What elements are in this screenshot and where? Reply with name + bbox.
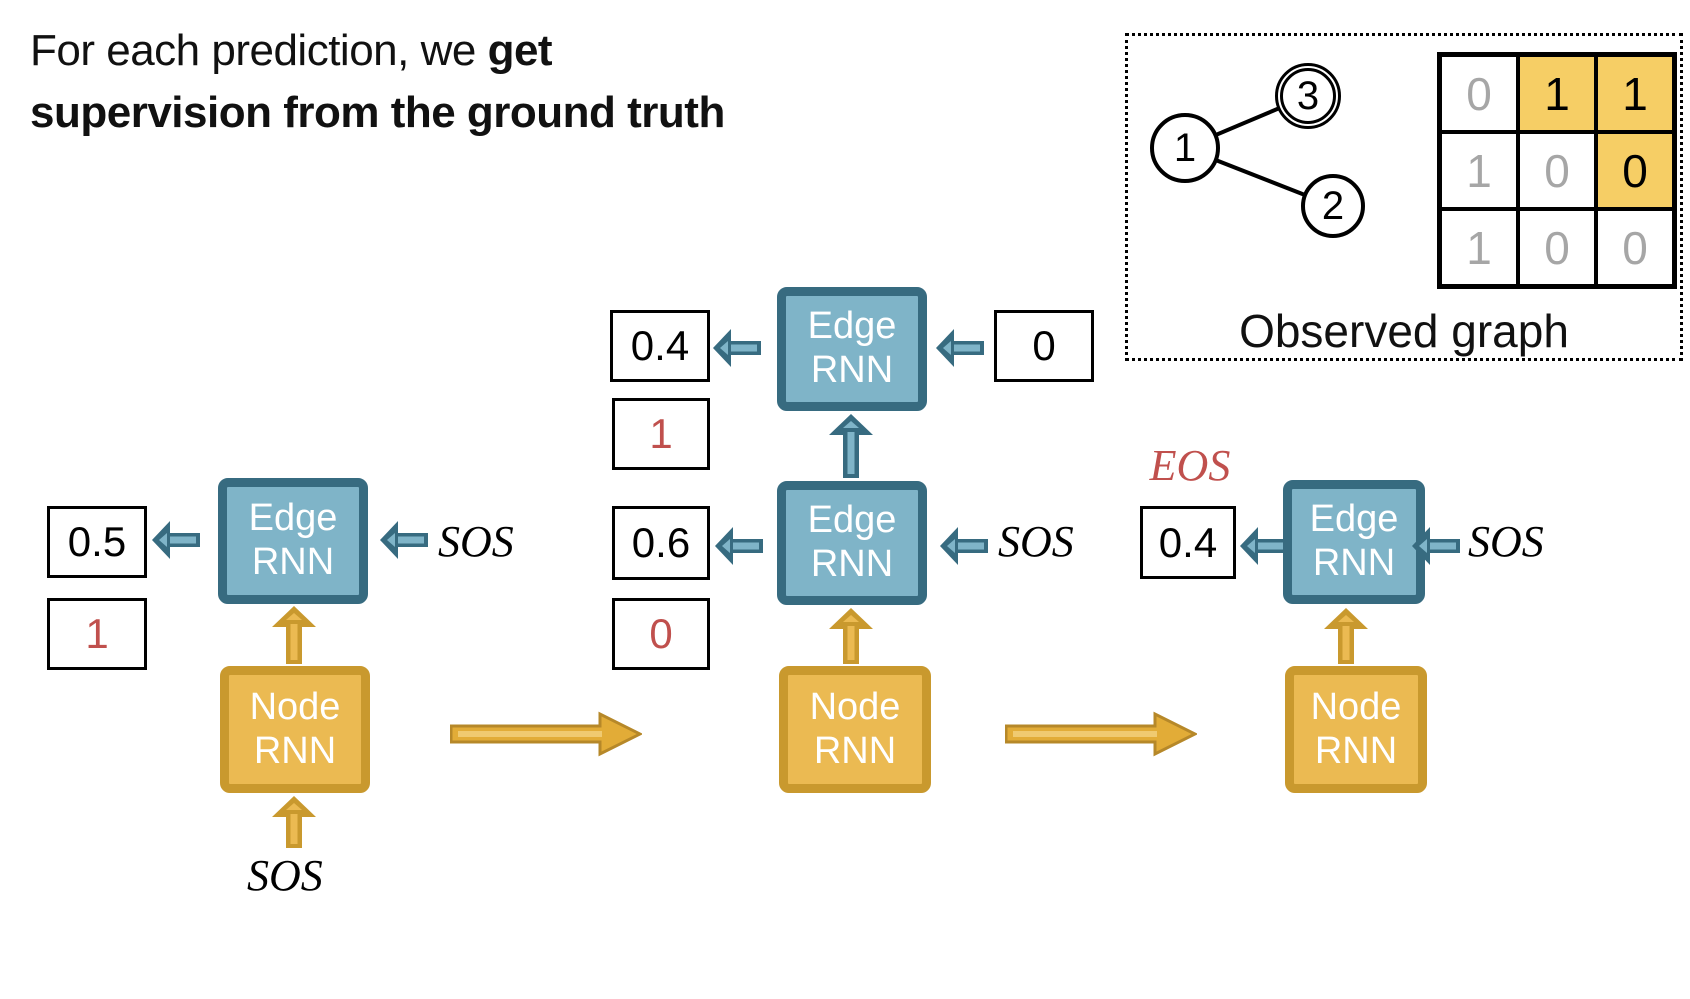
- arrow-left-icon: [940, 527, 988, 565]
- prediction-box: 0.5: [47, 506, 147, 578]
- ground-truth-box: 1: [612, 398, 710, 470]
- eos-token: EOS: [1149, 441, 1231, 490]
- matrix-cell: 1: [1596, 55, 1674, 132]
- matrix-cell: 0: [1518, 209, 1596, 286]
- arrow-up-icon: [829, 608, 873, 664]
- arrow-left-icon: [1412, 527, 1460, 565]
- page-title: For each prediction, we get supervision …: [30, 20, 725, 144]
- node-rnn-box: Node RNN: [779, 666, 931, 793]
- title-line-1: For each prediction, we get: [30, 26, 553, 75]
- matrix-cell: 1: [1440, 132, 1518, 209]
- edge-input-box: 0: [994, 310, 1094, 382]
- ground-truth-box: 1: [47, 598, 147, 670]
- edge-rnn-box: Edge RNN: [1283, 480, 1425, 604]
- arrow-left-icon: [380, 521, 428, 559]
- graph-node-2: 2: [1301, 174, 1365, 238]
- ground-truth-box: 0: [612, 598, 710, 670]
- arrow-left-icon: [1240, 527, 1288, 565]
- graph-node-3: 3: [1275, 63, 1341, 129]
- edge-rnn-box: Edge RNN: [218, 478, 368, 604]
- adjacency-matrix: 0 1 1 1 0 0 1 0 0: [1437, 52, 1677, 289]
- title-line-2: supervision from the ground truth: [30, 88, 725, 137]
- sos-token: SOS: [438, 517, 514, 566]
- arrow-left-icon: [936, 329, 984, 367]
- arrow-left-icon: [715, 527, 763, 565]
- arrow-up-icon: [1324, 608, 1368, 664]
- sos-token: SOS: [998, 517, 1074, 566]
- sos-token: SOS: [247, 851, 323, 900]
- edge-rnn-box: Edge RNN: [777, 481, 927, 605]
- arrow-up-icon: [272, 796, 316, 848]
- arrow-right-icon: [1005, 711, 1197, 757]
- node-rnn-box: Node RNN: [220, 666, 370, 793]
- matrix-cell: 0: [1440, 55, 1518, 132]
- matrix-cell: 0: [1518, 132, 1596, 209]
- matrix-cell: 0: [1596, 132, 1674, 209]
- arrow-up-icon: [829, 414, 873, 478]
- observed-graph-label: Observed graph: [1239, 305, 1569, 357]
- matrix-cell: 1: [1440, 209, 1518, 286]
- arrow-left-icon: [152, 521, 200, 559]
- prediction-box: 0.4: [1140, 506, 1236, 579]
- arrow-left-icon: [713, 329, 761, 367]
- matrix-cell: 1: [1518, 55, 1596, 132]
- graph-node-1: 1: [1150, 113, 1220, 183]
- edge-rnn-box: Edge RNN: [777, 287, 927, 411]
- observed-graph-panel: 1 3 2 0 1 1 1 0 0 1 0 0 Observed graph: [1125, 33, 1683, 361]
- prediction-box: 0.4: [610, 310, 710, 382]
- prediction-box: 0.6: [612, 506, 710, 580]
- matrix-cell: 0: [1596, 209, 1674, 286]
- node-rnn-box: Node RNN: [1285, 666, 1427, 793]
- sos-token: SOS: [1468, 517, 1544, 566]
- arrow-right-icon: [450, 711, 642, 757]
- arrow-up-icon: [272, 606, 316, 664]
